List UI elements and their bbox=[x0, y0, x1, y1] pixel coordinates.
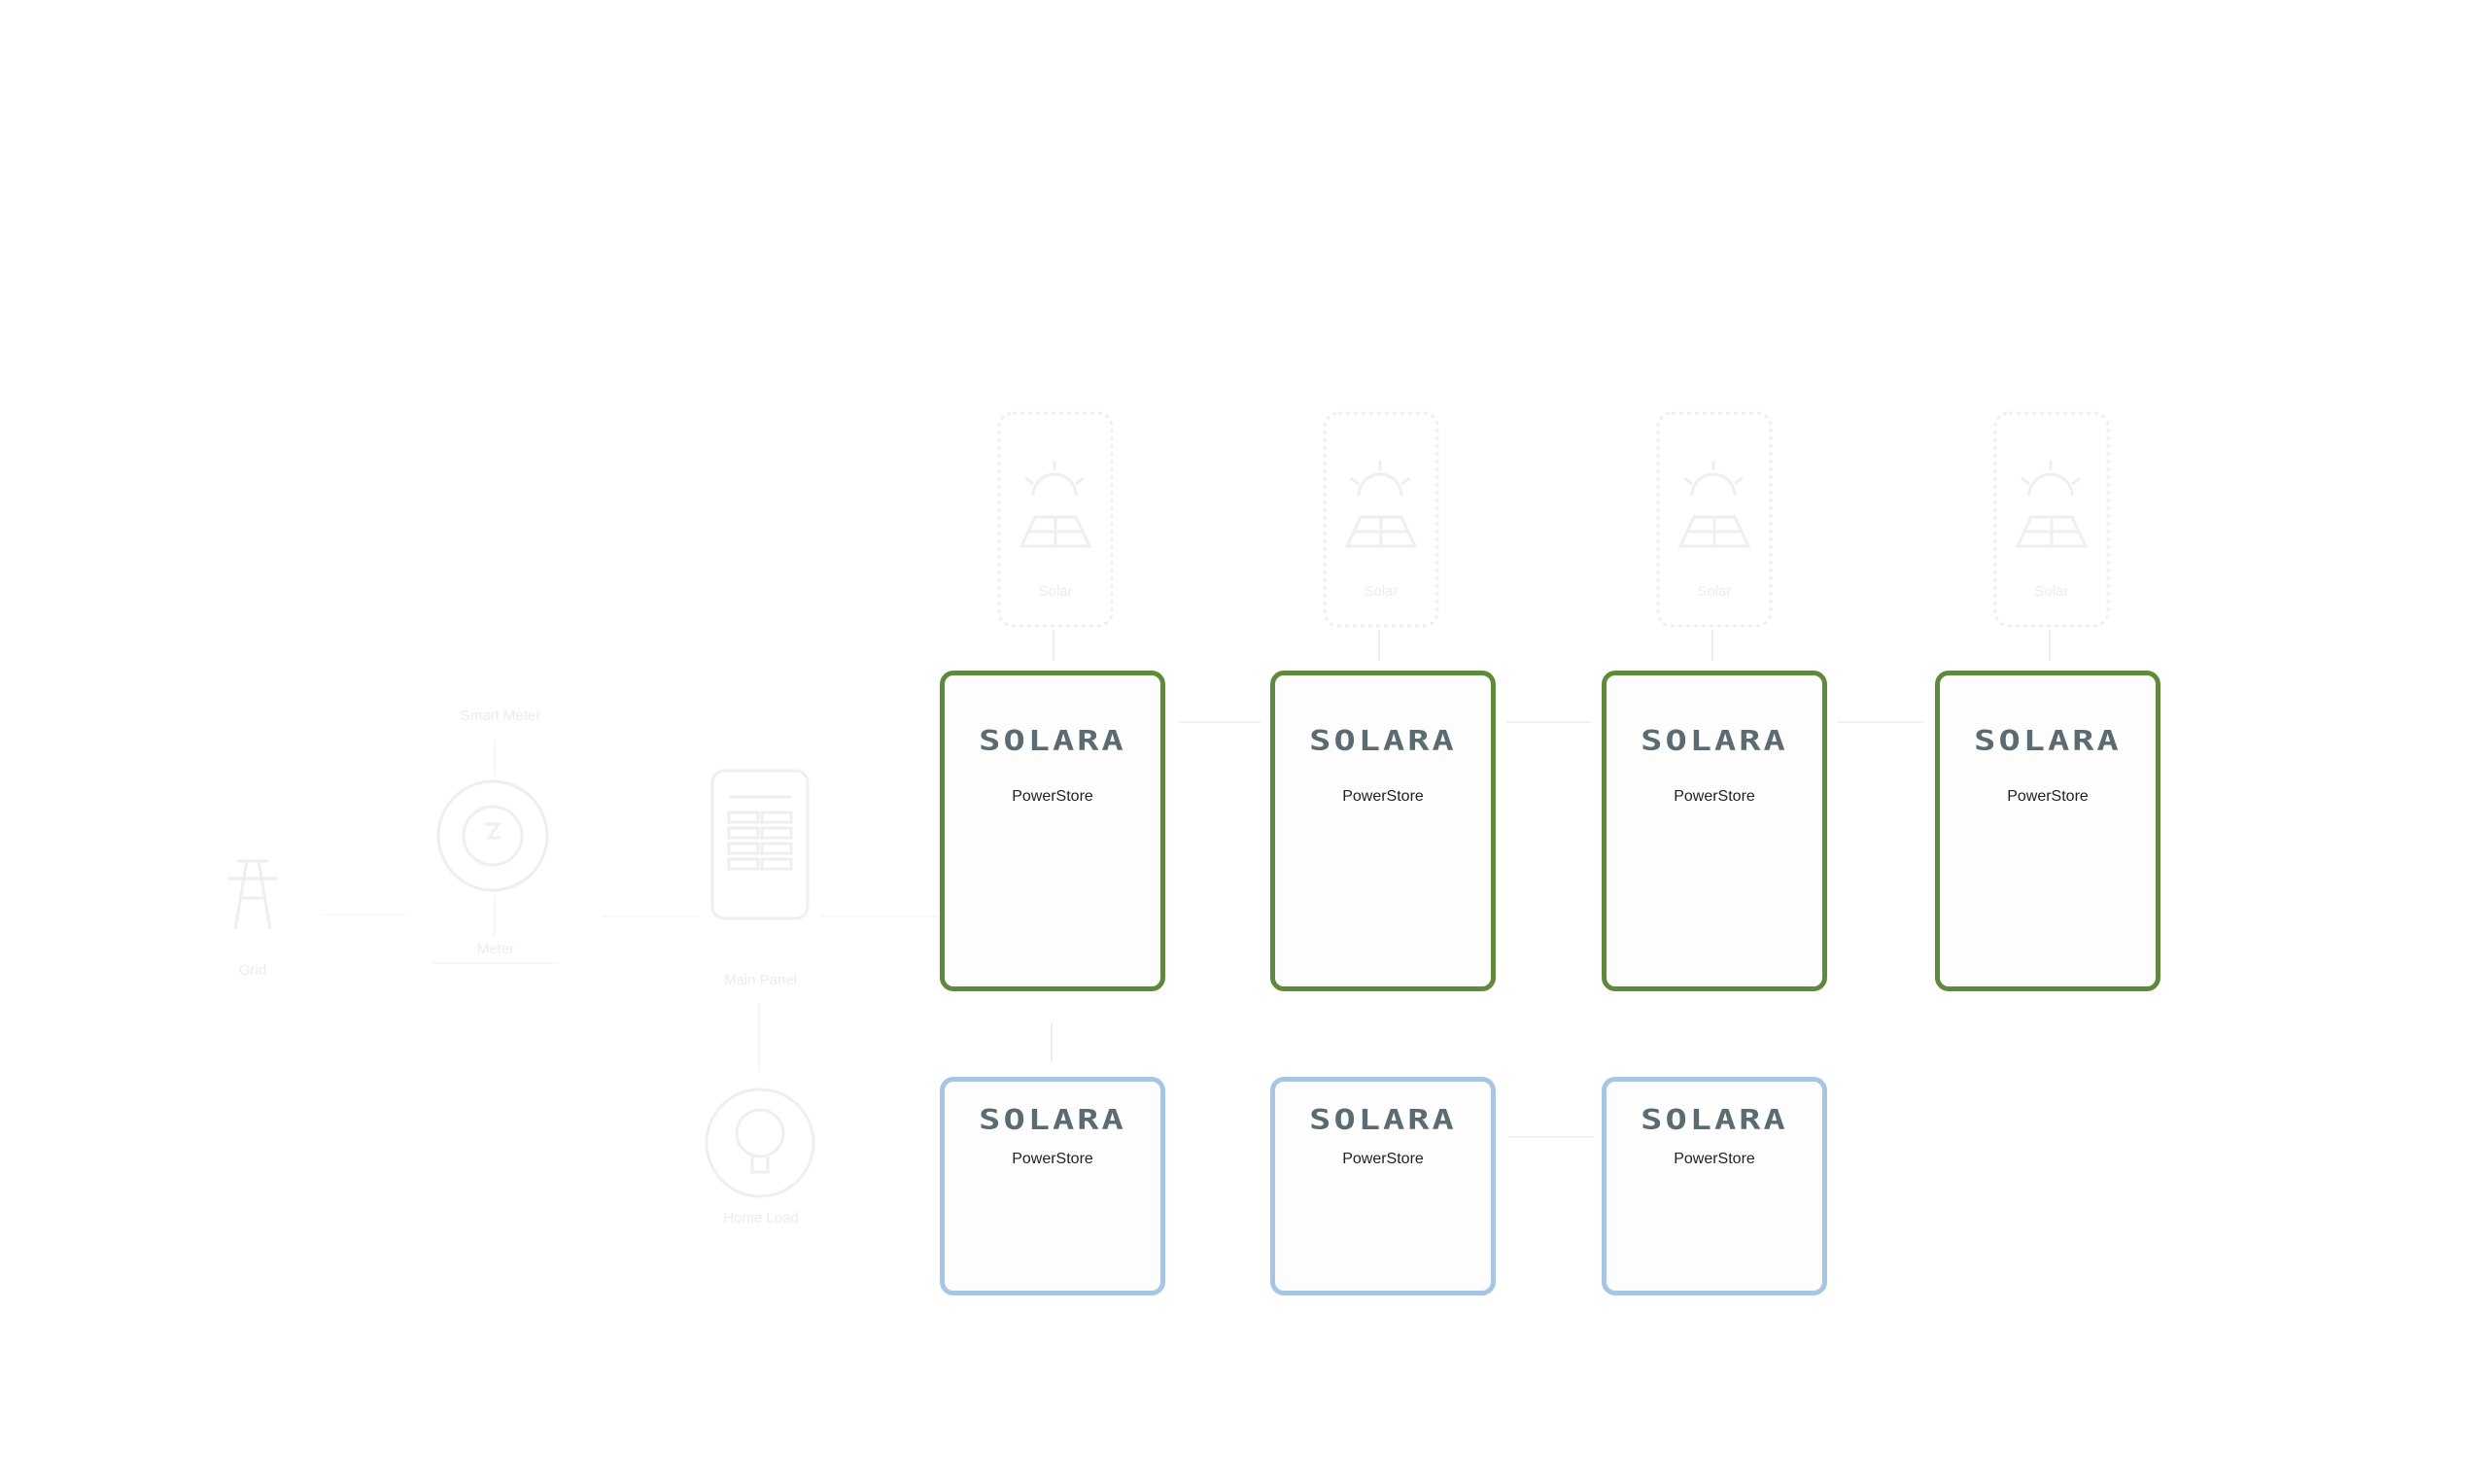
model-label: PowerStore bbox=[1342, 788, 1424, 805]
brand-logo: SOLARA bbox=[979, 724, 1126, 758]
connector-line bbox=[1837, 721, 1924, 723]
distribution-panel-icon bbox=[709, 768, 811, 921]
model-label: PowerStore bbox=[2007, 788, 2089, 805]
solar-label: Solar bbox=[2034, 583, 2069, 600]
brand-logo: SOLARA bbox=[979, 1103, 1126, 1137]
brand-logo: SOLARA bbox=[1641, 1103, 1788, 1137]
solar-panel-icon bbox=[1655, 410, 1774, 629]
connector-line bbox=[603, 915, 700, 917]
lightbulb-icon bbox=[704, 1087, 816, 1199]
connector-line bbox=[1711, 630, 1713, 661]
connector-line bbox=[321, 914, 408, 915]
meter-icon bbox=[434, 777, 551, 894]
brand-logo: SOLARA bbox=[1974, 724, 2122, 758]
model-label: PowerStore bbox=[1342, 1151, 1424, 1167]
solar-label: Solar bbox=[1697, 583, 1732, 600]
solar-label: Solar bbox=[1364, 583, 1399, 600]
brand-logo: SOLARA bbox=[1309, 724, 1457, 758]
connector-line bbox=[1506, 721, 1591, 723]
connector-line bbox=[494, 741, 496, 776]
connector-line bbox=[1178, 721, 1261, 723]
battery-unit-card[interactable]: SOLARA PowerStore bbox=[1270, 671, 1496, 991]
solar-panel-icon bbox=[1992, 410, 2111, 629]
connector-line bbox=[432, 962, 559, 964]
battery-unit-card[interactable]: SOLARA PowerStore bbox=[1935, 671, 2160, 991]
expansion-unit-card[interactable]: SOLARA PowerStore bbox=[1270, 1077, 1496, 1295]
model-label: PowerStore bbox=[1012, 788, 1093, 805]
brand-logo: SOLARA bbox=[1641, 724, 1788, 758]
expansion-unit-card[interactable]: SOLARA PowerStore bbox=[940, 1077, 1165, 1295]
solar-panel-icon bbox=[1322, 410, 1440, 629]
model-label: PowerStore bbox=[1674, 1151, 1755, 1167]
meter-label: Smart Meter bbox=[460, 707, 541, 724]
connector-line bbox=[1053, 630, 1054, 661]
battery-unit-card[interactable]: SOLARA PowerStore bbox=[1602, 671, 1827, 991]
load-label: Home Load bbox=[723, 1210, 799, 1226]
solar-label: Solar bbox=[1038, 583, 1073, 600]
connector-line bbox=[494, 896, 496, 937]
solar-panel-icon bbox=[996, 410, 1115, 629]
connector-line bbox=[1378, 630, 1380, 661]
expansion-unit-card[interactable]: SOLARA PowerStore bbox=[1602, 1077, 1827, 1295]
model-label: PowerStore bbox=[1012, 1151, 1093, 1167]
power-pylon-icon bbox=[222, 855, 284, 933]
grid-label: Grid bbox=[238, 962, 267, 979]
connector-line bbox=[1508, 1136, 1594, 1138]
connector-line bbox=[821, 915, 938, 917]
battery-unit-card[interactable]: SOLARA PowerStore bbox=[940, 671, 1165, 991]
model-label: PowerStore bbox=[1674, 788, 1755, 805]
panel-label: Main Panel bbox=[723, 972, 798, 988]
meter-sublabel: Meter bbox=[476, 941, 515, 957]
connector-line bbox=[1051, 1023, 1053, 1062]
brand-logo: SOLARA bbox=[1309, 1103, 1457, 1137]
connector-line bbox=[2049, 630, 2051, 661]
connector-line bbox=[758, 1003, 760, 1071]
